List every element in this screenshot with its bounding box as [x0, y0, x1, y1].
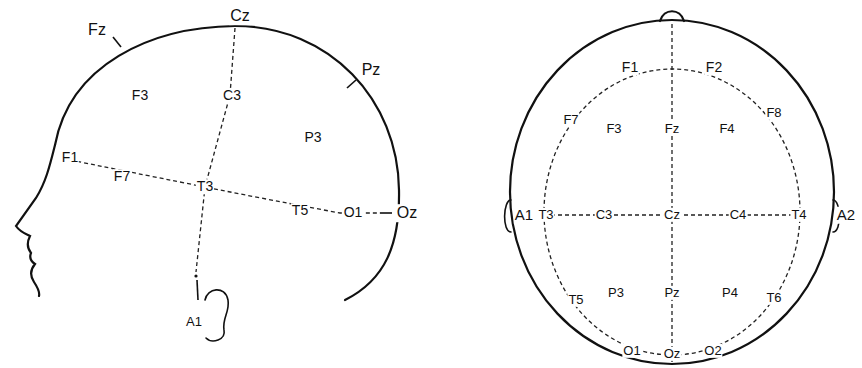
electrode-label: F7 [113, 169, 131, 184]
pz-leader [347, 80, 356, 88]
midline [671, 24, 672, 362]
sagittal-line [196, 28, 235, 272]
electrode-label: F2 [705, 60, 723, 75]
electrode-label: O1 [622, 344, 641, 358]
ear-left [505, 200, 511, 232]
electrode-label: Fz [664, 122, 680, 136]
electrode-label: T4 [790, 208, 807, 222]
ear-outline [205, 290, 228, 341]
electrode-label: Fz [87, 21, 107, 39]
face-profile [16, 145, 55, 296]
electrode-label: F4 [718, 122, 735, 136]
electrode-label: Oz [396, 204, 418, 222]
horizontal-line [70, 160, 380, 213]
electrode-label: F8 [765, 106, 782, 120]
electrode-label: Oz [663, 347, 682, 361]
electrode-label: A1 [185, 315, 203, 329]
nose [660, 11, 684, 21]
electrode-label: T5 [291, 203, 309, 218]
electrode-label: F1 [621, 60, 639, 75]
electrode-label: A2 [836, 207, 856, 224]
head-outline-top [510, 20, 834, 364]
electrode-label: T3 [537, 208, 554, 222]
electrode-label: F3 [605, 122, 622, 136]
electrode-label: Cz [663, 208, 681, 222]
electrode-label: F1 [61, 150, 79, 165]
electrode-label: A1 [514, 207, 534, 224]
electrode-label: T5 [567, 293, 584, 307]
a1-leader [197, 280, 198, 300]
electrode-dot [194, 274, 197, 277]
electrode-label: F7 [562, 113, 579, 127]
electrode-label: Pz [361, 61, 382, 79]
electrode-label: O2 [703, 344, 722, 358]
electrode-label: P4 [721, 286, 739, 300]
electrode-label: P3 [303, 130, 322, 145]
electrode-label: C3 [222, 88, 242, 103]
electrode-label: C4 [729, 208, 748, 222]
electrode-label: Cz [229, 7, 251, 25]
electrode-label: T3 [196, 179, 214, 194]
oz-leader [380, 212, 392, 214]
electrode-label: T6 [765, 291, 782, 305]
electrode-label: C3 [595, 208, 614, 222]
electrode-label: P3 [607, 286, 625, 300]
electrode-label: O1 [343, 205, 364, 220]
electrode-label: Pz [663, 286, 680, 300]
electrode-label: F3 [131, 88, 149, 103]
fz-leader [113, 37, 121, 47]
head-outline [55, 26, 399, 300]
